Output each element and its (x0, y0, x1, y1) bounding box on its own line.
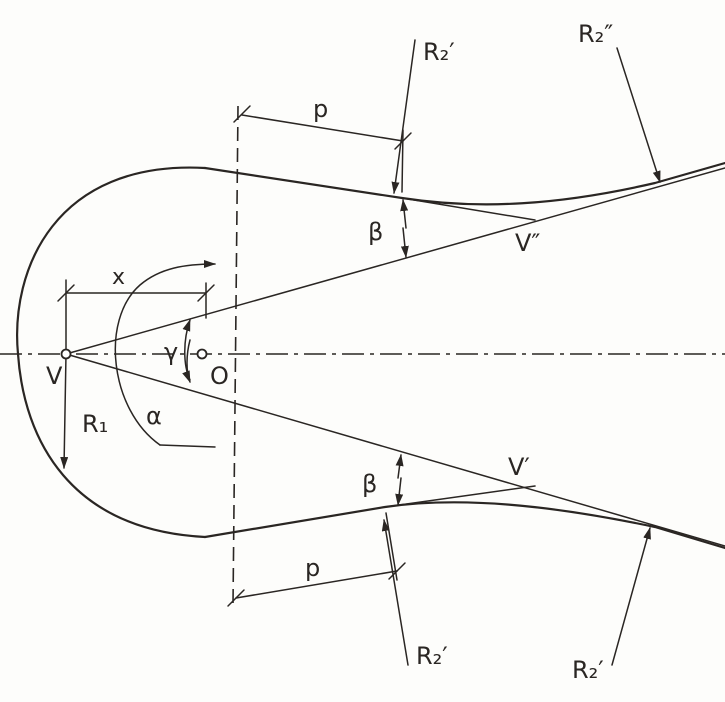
label-gamma: γ (164, 338, 178, 366)
label-r2-prime-top: R₂′ (423, 38, 455, 66)
label-v-dprime: V″ (515, 229, 540, 257)
label-beta-bottom: β (362, 470, 377, 498)
beta-bottom-arrow-down (395, 477, 404, 506)
r2-prime-bottom-mid-leader (381, 519, 409, 666)
label-o: O (210, 362, 229, 390)
p-top-tick-left (233, 105, 251, 123)
p-bottom-tick-right (388, 562, 406, 580)
lower-ray (65, 353, 725, 547)
gamma-arc-down (182, 339, 191, 383)
x-tick-left (57, 284, 75, 302)
beta-top-arrow-up (400, 199, 409, 229)
p-bottom-tick-left (227, 589, 245, 607)
label-v-prime: V′ (508, 453, 530, 481)
alpha-arc (114, 260, 216, 446)
beta-top-arrow-down (400, 227, 409, 258)
upper-ray (65, 167, 725, 355)
beta-bottom-arrow-up (395, 454, 404, 479)
label-v: V (46, 362, 63, 390)
r2-prime-bottom-right-leader (611, 527, 651, 666)
upper-tangent-line (401, 197, 536, 221)
upper-flank-line (203, 161, 725, 206)
label-p-bottom: p (305, 554, 320, 582)
label-r2-prime-bottom-right: R₂′ (572, 656, 604, 684)
p-top-extension-right (401, 129, 404, 193)
r2-dprime-top-leader (616, 47, 661, 183)
label-r2-dprime-top: R₂″ (578, 20, 613, 48)
p-top-dimension-line (241, 114, 404, 142)
lower-tangent-line (384, 485, 536, 508)
label-r1: R₁ (82, 410, 108, 438)
label-x: x (112, 265, 125, 290)
label-r2-prime-bottom-mid: R₂′ (416, 642, 448, 670)
dashed-pitch-line (232, 105, 239, 606)
label-beta-top: β (368, 218, 383, 246)
point-o (196, 348, 208, 360)
label-alpha: α (146, 402, 162, 430)
alpha-arc-lower-end (159, 444, 216, 448)
x-tick-right (197, 284, 215, 302)
p-bottom-dimension-line (235, 570, 398, 599)
outer-profile-arc (16, 166, 207, 539)
label-p-top: p (313, 95, 328, 123)
r2-prime-top-leader (391, 39, 416, 194)
point-v (60, 348, 72, 360)
r1-dimension-line (60, 353, 69, 469)
